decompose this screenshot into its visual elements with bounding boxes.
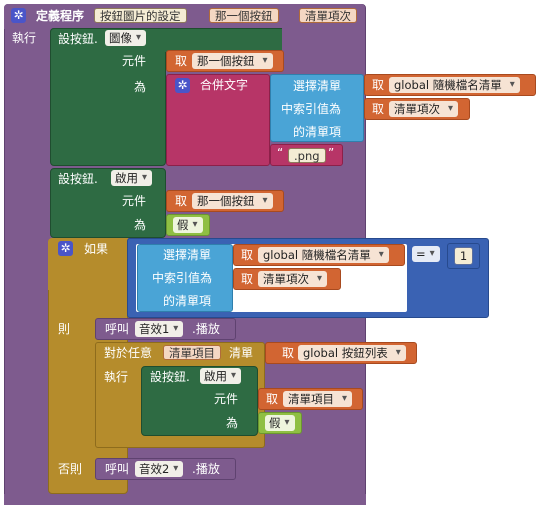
- join-text-block[interactable]: [166, 74, 270, 166]
- define-procedure-label: 定義程序: [36, 9, 85, 23]
- index-variable-dropdown[interactable]: 清單項次: [258, 271, 327, 287]
- procedure-footer: [4, 494, 366, 505]
- quote-close: ”: [328, 146, 335, 160]
- item-var-field[interactable]: 清單項目: [163, 345, 221, 360]
- get-label: 取: [266, 392, 279, 406]
- param-chip-index[interactable]: 清單項次: [299, 8, 357, 23]
- set-image-block-tail: [50, 28, 282, 52]
- get-label: 取: [241, 248, 254, 262]
- variable-dropdown[interactable]: 那一個按鈕: [192, 53, 273, 69]
- property-dropdown-enabled[interactable]: 啟用: [111, 170, 152, 186]
- get-label: 取: [372, 102, 385, 116]
- property-dropdown-enabled[interactable]: 啟用: [200, 368, 241, 384]
- get-label: 取: [282, 346, 295, 360]
- to-label: 為: [134, 218, 147, 232]
- set-enabled-label: 設按鈕.: [150, 370, 190, 384]
- call-label: 呼叫: [105, 322, 130, 336]
- get-label: 取: [372, 78, 385, 92]
- method-label: .播放: [192, 462, 220, 476]
- else-label: 否則: [58, 462, 83, 476]
- operator-dropdown[interactable]: =: [412, 246, 440, 262]
- index-variable-dropdown[interactable]: 清單項次: [389, 101, 458, 117]
- list-label: 清單: [229, 346, 254, 360]
- set-enabled-label: 設按鈕.: [58, 172, 98, 186]
- select-list-label: 選擇清單: [293, 79, 342, 93]
- gear-icon[interactable]: ✲: [58, 241, 73, 256]
- gear-icon[interactable]: ✲: [175, 78, 190, 93]
- select-list-label: 選擇清單: [163, 248, 212, 262]
- variable-dropdown[interactable]: 清單項目: [283, 391, 352, 407]
- item-label: 的清單項: [293, 125, 342, 139]
- index-label: 中索引值為: [281, 102, 342, 116]
- component-dropdown[interactable]: 音效1: [135, 321, 184, 337]
- boolean-dropdown[interactable]: 假: [173, 217, 203, 233]
- component-label: 元件: [122, 54, 147, 68]
- join-label: 合併文字: [200, 78, 249, 92]
- index-label: 中索引值為: [152, 271, 213, 285]
- to-label: 為: [226, 416, 239, 430]
- component-label: 元件: [122, 194, 147, 208]
- property-dropdown-image[interactable]: 圖像: [105, 30, 146, 46]
- boolean-dropdown[interactable]: 假: [265, 415, 295, 431]
- do-label: 執行: [104, 370, 129, 384]
- param-chip-button[interactable]: 那一個按鈕: [209, 8, 279, 23]
- procedure-name-field[interactable]: 按鈕圖片的設定: [94, 8, 187, 23]
- item-label: 的清單項: [163, 294, 212, 308]
- if-label: 如果: [84, 242, 109, 256]
- gear-icon[interactable]: ✲: [11, 8, 26, 23]
- component-label: 元件: [214, 392, 239, 406]
- list-variable-dropdown[interactable]: global 按鈕列表: [298, 345, 406, 361]
- get-label: 取: [175, 194, 188, 208]
- list-variable-dropdown[interactable]: global 隨機檔名清單: [258, 247, 389, 263]
- select-list-item-block[interactable]: [137, 244, 233, 312]
- text-field[interactable]: .png: [288, 148, 326, 163]
- number-field[interactable]: 1: [454, 247, 473, 265]
- variable-dropdown[interactable]: 那一個按鈕: [192, 193, 273, 209]
- component-dropdown[interactable]: 音效2: [135, 461, 184, 477]
- select-list-item-block[interactable]: [270, 74, 364, 142]
- method-label: .播放: [192, 322, 220, 336]
- list-variable-dropdown[interactable]: global 隨機檔名清單: [389, 77, 520, 93]
- to-label: 為: [134, 80, 147, 94]
- get-label: 取: [175, 54, 188, 68]
- do-label: 執行: [12, 31, 37, 45]
- for-each-label: 對於任意: [104, 346, 153, 360]
- set-image-label: 設按鈕.: [58, 32, 98, 46]
- quote-open: “: [277, 146, 284, 160]
- get-label: 取: [241, 272, 254, 286]
- call-label: 呼叫: [105, 462, 130, 476]
- then-label: 則: [58, 322, 71, 336]
